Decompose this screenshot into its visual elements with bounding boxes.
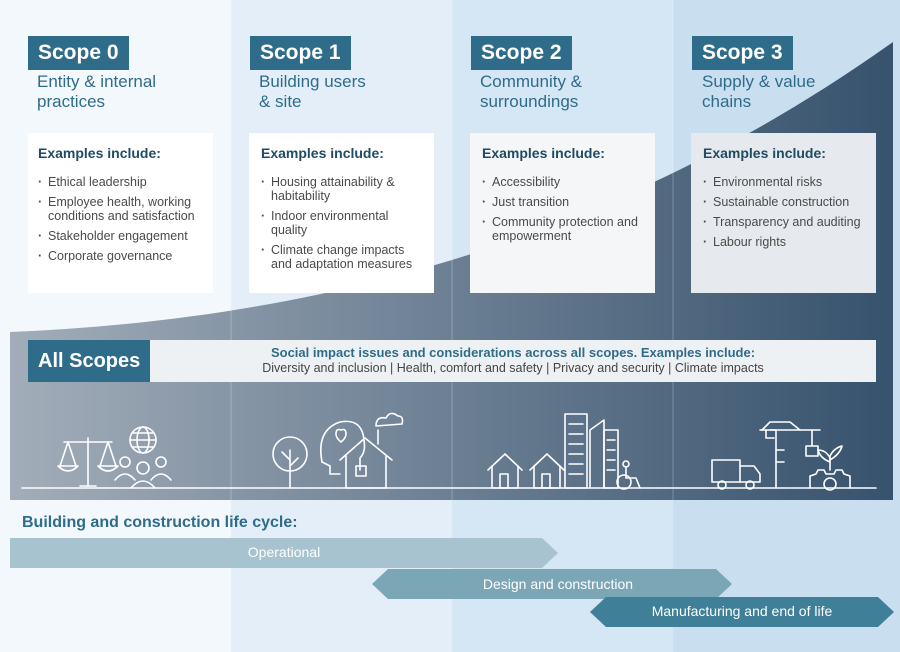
scope3-example: Transparency and auditing [703,215,864,229]
scope2-example: Accessibility [482,175,643,189]
scope1-tag: Scope 1 [250,36,351,70]
arrow-operational-label: Operational [247,544,321,560]
all-scopes-items: Diversity and inclusion | Health, comfor… [262,361,764,375]
scope0-example: Stakeholder engagement [38,229,201,243]
scope2-example: Community protection and empowerment [482,215,643,243]
scope0-subtitle: Entity & internal practices [37,72,156,112]
scope1-examples-box: Examples include: Housing attainability … [249,133,434,293]
scope1-example: Indoor environmental quality [261,209,422,237]
scope2-examples-heading: Examples include: [482,145,605,161]
lifecycle-title: Building and construction life cycle: [22,514,298,531]
arrow-manufacturing [590,597,894,627]
house-icon [339,429,393,489]
scope1-subtitle: Building users & site [259,72,366,112]
icon-strip [21,412,877,491]
scales-icon [57,437,119,487]
city-buildings-icon [564,413,619,489]
arrow-design-construction [372,569,732,599]
globe-icon [129,426,157,454]
scope3-subtitle: Supply & value chains [702,72,815,112]
scope0-example: Corporate governance [38,249,201,263]
arrow-manufacturing-label: Manufacturing and end of life [651,603,833,619]
scope0-example: Ethical leadership [38,175,201,189]
scope0-subtitle-line: Entity & internal [37,72,157,91]
all-scopes-tag: All Scopes [28,340,150,382]
scope0-subtitle-line: practices [37,92,106,111]
scope0-examples-box: Examples include: Ethical leadership Emp… [28,133,213,293]
scope2-subtitle-line: Community & [480,72,583,91]
scope0-example: Employee health, working conditions and … [38,195,201,223]
arrow-design-construction-label: Design and construction [482,576,634,592]
crane-icon [759,421,821,489]
scope3-subtitle-line: chains [702,92,752,111]
scope1-examples-heading: Examples include: [261,145,384,161]
people-group-icon [114,456,172,489]
arrow-operational [10,538,558,568]
scope3-examples-heading: Examples include: [703,145,826,161]
scope2-subtitle-line: surroundings [480,92,579,111]
head-heart-icon [320,420,366,475]
scope3-tag: Scope 3 [692,36,793,70]
houses-icon [487,453,565,489]
tree-icon [272,436,308,489]
scope3-example: Environmental risks [703,175,864,189]
scope0-examples-heading: Examples include: [38,145,161,161]
scope3-subtitle-line: Supply & value [702,72,816,91]
scope1-example: Housing attainability & habitability [261,175,422,203]
scope3-example: Labour rights [703,235,864,249]
scope3-example: Sustainable construction [703,195,864,209]
scope1-example: Climate change impacts and adaptation me… [261,243,422,271]
curve-band [10,42,893,500]
cog-plant-icon [809,445,851,491]
scope2-tag: Scope 2 [471,36,572,70]
truck-icon [711,459,761,490]
scope2-subtitle: Community & surroundings [480,72,582,112]
cloud-icon [375,412,404,427]
scope3-examples-box: Examples include: Environmental risks Su… [691,133,876,293]
scope1-subtitle-line: & site [259,92,302,111]
scope0-tag: Scope 0 [28,36,129,70]
wheelchair-icon [616,460,641,490]
all-scopes-box: Social impact issues and considerations … [150,340,876,382]
scope2-examples-box: Examples include: Accessibility Just tra… [470,133,655,293]
all-scopes-title: Social impact issues and considerations … [270,345,756,360]
scope2-example: Just transition [482,195,643,209]
scope1-subtitle-line: Building users [259,72,366,91]
